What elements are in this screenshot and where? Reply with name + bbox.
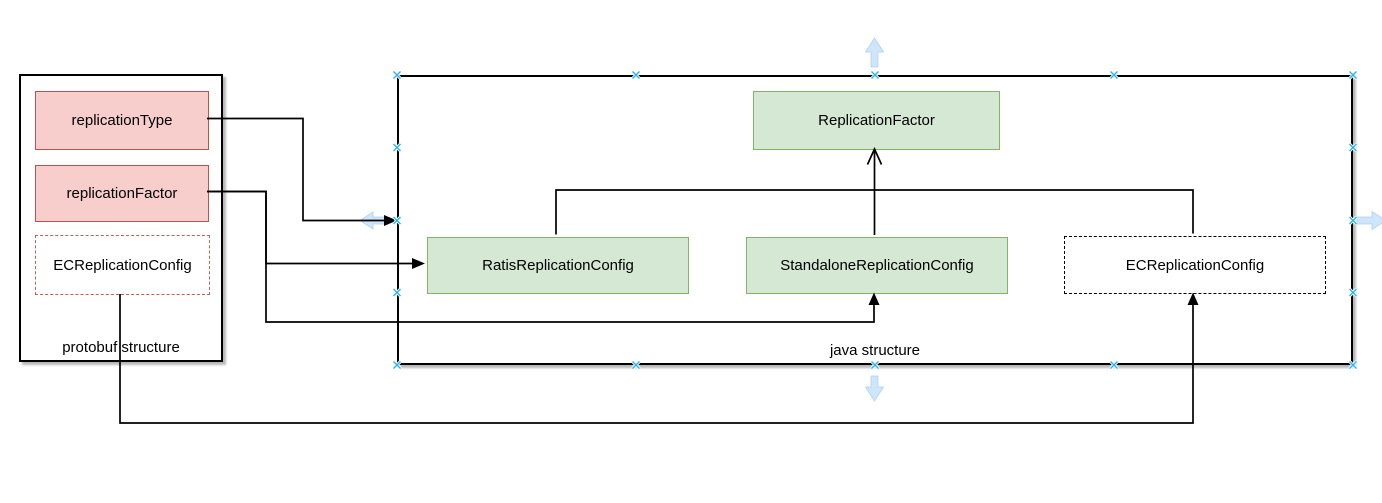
container-protobuf-structure[interactable]: replicationType replicationFactor ECRepl… <box>19 74 223 362</box>
node-replication-factor-label: replicationFactor <box>66 185 178 202</box>
node-replication-factor[interactable]: replicationFactor <box>35 165 209 222</box>
nav-arrow-up-icon[interactable] <box>864 37 885 68</box>
arrowhead-java-container <box>384 215 397 226</box>
node-replication-factor-java[interactable]: ReplicationFactor <box>753 91 1000 150</box>
node-ec-replication-config-proto[interactable]: ECReplicationConfig <box>35 235 210 295</box>
java-container-label: java structure <box>829 342 921 359</box>
nav-arrow-down-icon[interactable] <box>864 375 885 402</box>
node-ec-replication-config-proto-label: ECReplicationConfig <box>53 256 192 274</box>
node-replication-factor-java-label: ReplicationFactor <box>818 112 935 129</box>
node-replication-type[interactable]: replicationType <box>35 91 209 150</box>
node-ec-replication-config-java[interactable]: ECReplicationConfig <box>1064 236 1326 294</box>
nav-arrow-left-icon[interactable] <box>359 211 388 230</box>
nav-arrow-right-icon[interactable] <box>1356 210 1382 231</box>
node-ratis-replication-config-label: RatisReplicationConfig <box>482 257 634 274</box>
node-ec-replication-config-java-label: ECReplicationConfig <box>1125 256 1265 274</box>
node-replication-type-label: replicationType <box>71 112 173 129</box>
protobuf-container-label: protobuf structure <box>62 339 180 356</box>
node-standalone-replication-config[interactable]: StandaloneReplicationConfig <box>746 237 1008 294</box>
node-ratis-replication-config[interactable]: RatisReplicationConfig <box>427 237 689 294</box>
container-java-structure[interactable]: ReplicationFactor RatisReplicationConfig… <box>397 75 1353 365</box>
edge-replicationtype-to-java-container[interactable] <box>207 117 388 222</box>
node-standalone-replication-config-label: StandaloneReplicationConfig <box>780 257 974 274</box>
edge-replicationfactor-to-ratis[interactable] <box>207 190 416 265</box>
